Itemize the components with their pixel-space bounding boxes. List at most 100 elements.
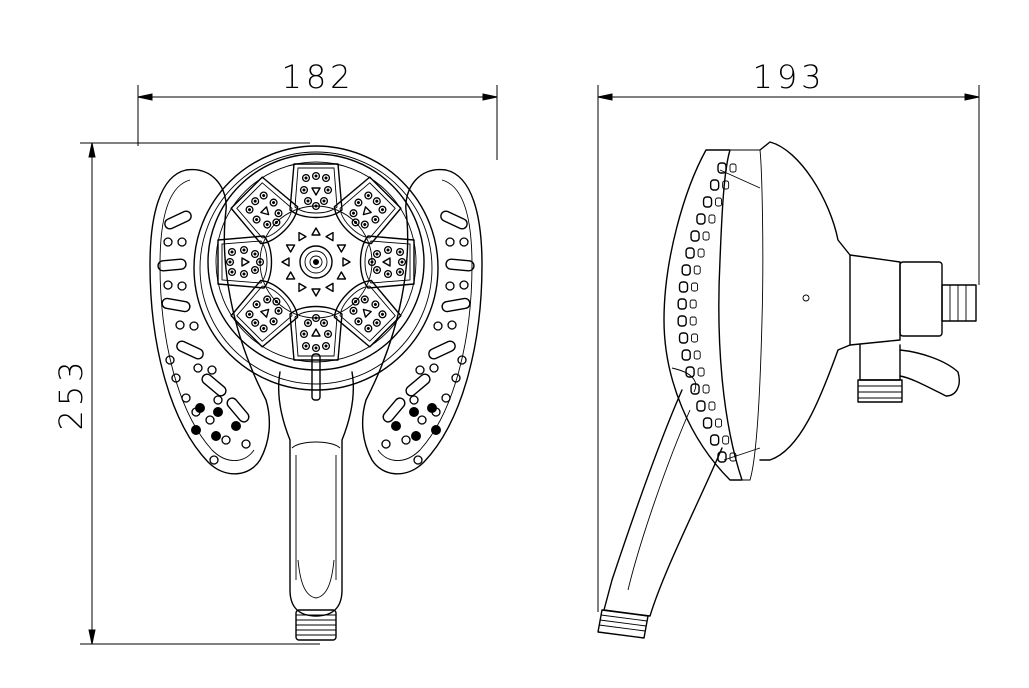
slot-nozzle	[405, 373, 431, 397]
nozzle	[397, 257, 407, 267]
side-depth-label: 193	[752, 58, 825, 96]
round-nozzle	[193, 363, 203, 373]
nozzle-triangle	[362, 308, 372, 318]
side-nozzle	[715, 418, 723, 428]
front-width-label: 182	[281, 58, 354, 96]
dark-nozzle	[231, 421, 241, 431]
nozzle	[245, 205, 254, 214]
side-nozzle	[708, 214, 716, 224]
nozzle	[274, 209, 283, 218]
lever-slot	[311, 353, 321, 401]
nozzle	[383, 245, 393, 255]
nozzle	[371, 215, 380, 224]
spray-segment	[230, 176, 299, 245]
side-nozzle	[697, 367, 705, 377]
hub-nozzle	[298, 282, 307, 293]
nozzle	[364, 324, 373, 333]
nozzle-triangle	[260, 206, 270, 216]
hub-nozzle	[325, 231, 334, 242]
nozzle	[364, 191, 373, 200]
round-nozzle	[459, 237, 469, 247]
round-nozzle	[241, 439, 251, 449]
nozzle	[367, 257, 377, 267]
dark-nozzle	[213, 407, 223, 417]
round-nozzle	[457, 355, 467, 365]
spray-segment	[289, 163, 343, 219]
side-nozzle	[681, 349, 691, 361]
round-nozzle	[433, 321, 443, 331]
nozzle	[251, 197, 260, 206]
nozzle	[263, 220, 272, 229]
nozzle	[354, 317, 363, 326]
round-nozzle	[459, 280, 469, 290]
side-nozzles	[677, 162, 737, 463]
dimension-height: 253	[52, 142, 320, 645]
nozzle	[378, 205, 387, 214]
spray-segment	[359, 235, 415, 289]
nozzle	[383, 269, 393, 279]
side-view	[597, 141, 977, 639]
nozzle	[251, 318, 260, 327]
side-nozzle	[729, 163, 737, 173]
nozzle	[360, 220, 369, 229]
nozzle	[225, 257, 235, 267]
round-nozzle	[189, 321, 199, 331]
dark-nozzle	[409, 407, 419, 417]
nozzle	[311, 171, 321, 181]
slot-nozzle	[445, 258, 475, 272]
wing-nozzles	[157, 210, 475, 465]
front-view	[149, 145, 483, 641]
nozzle	[323, 329, 333, 339]
slot-nozzle	[226, 397, 250, 423]
hub-nozzle	[298, 231, 307, 242]
nozzle	[360, 295, 369, 304]
dark-nozzle	[191, 425, 201, 435]
round-nozzle	[163, 280, 173, 290]
nozzle	[299, 185, 309, 195]
round-nozzle	[381, 439, 391, 449]
round-nozzle	[445, 237, 455, 247]
dark-nozzle	[411, 431, 421, 441]
dimension-front-width: 182	[137, 58, 498, 160]
side-nozzle	[681, 264, 691, 276]
slot-nozzle	[164, 210, 192, 230]
side-ball-joint	[899, 261, 943, 337]
side-nozzle	[702, 417, 713, 429]
nozzle	[259, 191, 268, 200]
round-nozzle	[409, 395, 419, 405]
round-nozzle	[177, 237, 187, 247]
left-wing	[149, 168, 271, 475]
side-nozzle	[709, 179, 720, 191]
side-nozzle	[693, 265, 701, 275]
nozzle	[319, 196, 329, 206]
nozzle	[239, 245, 249, 255]
hub-nozzle	[336, 244, 347, 253]
nozzle-triangle	[382, 257, 391, 267]
nozzle-triangle	[311, 328, 321, 337]
side-nozzle	[722, 435, 730, 445]
spray-segment	[333, 279, 402, 348]
round-nozzle	[213, 395, 223, 405]
nozzle-triangle	[241, 257, 250, 267]
nozzle	[319, 318, 329, 328]
round-nozzle	[413, 455, 423, 465]
side-handle	[603, 389, 723, 617]
nozzle	[227, 267, 237, 277]
round-nozzle	[447, 320, 457, 330]
hub-nozzles	[281, 227, 351, 297]
round-nozzle	[175, 320, 185, 330]
side-nozzle	[678, 281, 689, 293]
nozzle	[303, 196, 313, 206]
center-hub	[299, 245, 333, 279]
nozzle	[227, 247, 237, 257]
round-nozzle	[163, 237, 173, 247]
nozzle	[395, 247, 405, 257]
side-nozzle	[702, 384, 710, 394]
side-swivel-arm	[849, 254, 901, 346]
spray-face	[207, 153, 425, 371]
side-nozzle	[693, 350, 701, 360]
nozzle-triangle	[260, 308, 270, 318]
round-nozzle	[207, 365, 217, 375]
nozzle	[255, 257, 265, 267]
